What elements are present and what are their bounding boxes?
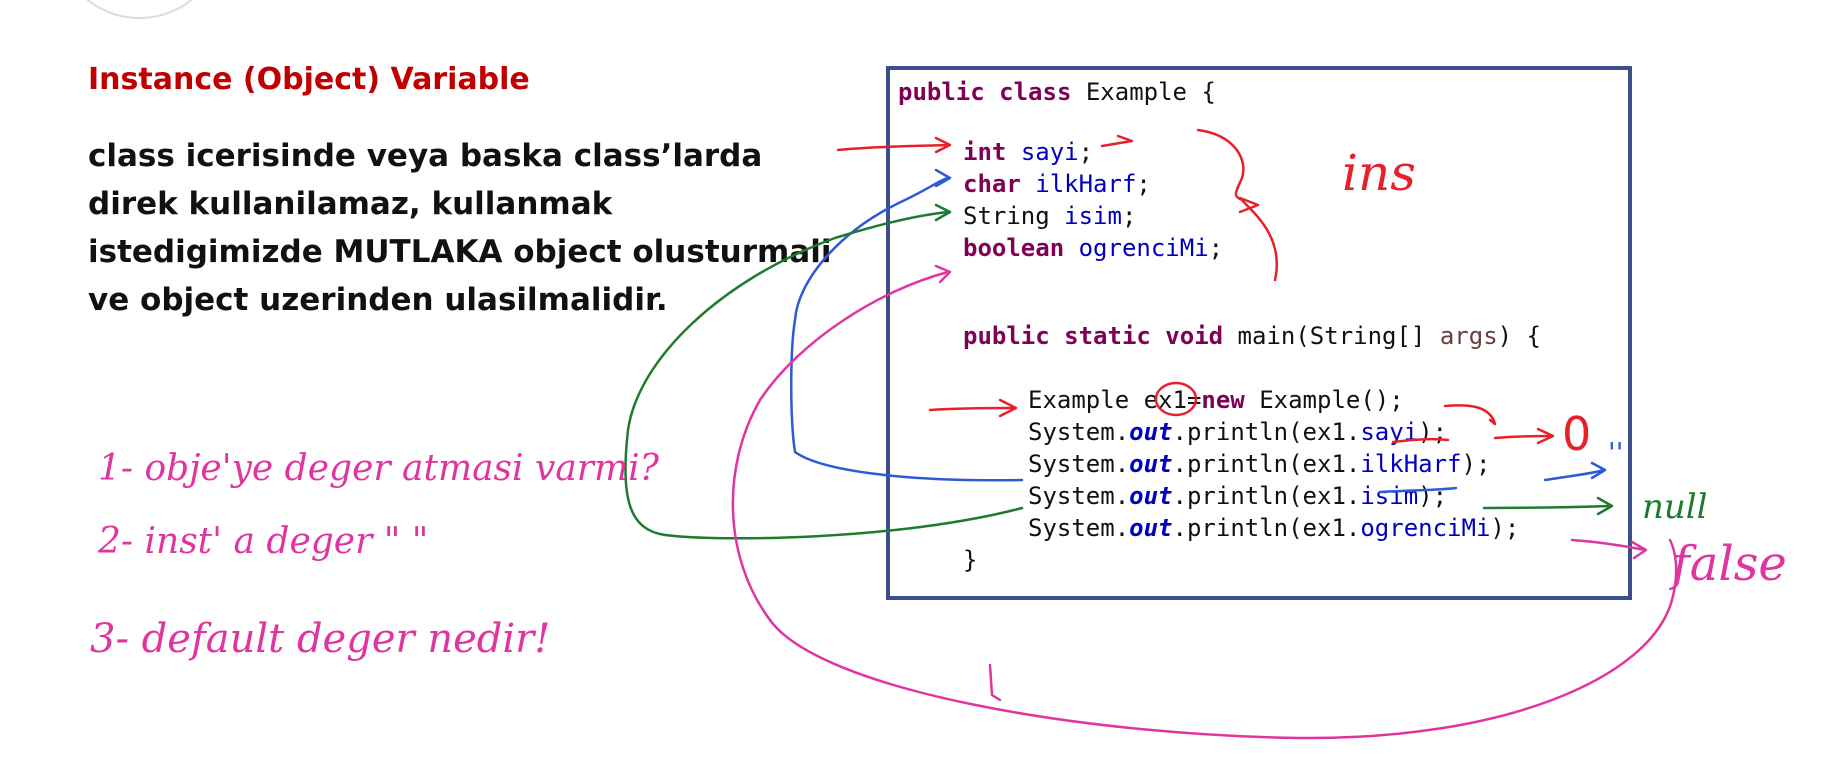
code-line-close-brace: } xyxy=(963,546,978,574)
note-1: 1- obje'ye deger atmasi varmi? xyxy=(98,448,660,489)
code-line-print-isim: System.out.println(ex1.isim); xyxy=(1028,482,1448,510)
code-line-print-ilkharf: System.out.println(ex1.ilkHarf); xyxy=(1028,450,1491,478)
body-line: istedigimizde MUTLAKA object olusturmali xyxy=(88,234,832,270)
body-line: ve object uzerinden ulasilmalidir. xyxy=(88,282,668,318)
code-box: public class Example { int sayi; char il… xyxy=(886,66,1632,600)
code-line-field-char: char ilkHarf; xyxy=(963,170,1151,198)
code-line-field-boolean: boolean ogrenciMi; xyxy=(963,234,1224,262)
code-line-main: public static void main(String[] args) { xyxy=(963,322,1541,350)
body-line: class icerisinde veya baska class’larda xyxy=(88,138,763,174)
code-line-field-int: int sayi; xyxy=(963,138,1094,166)
code-line-field-string: String isim; xyxy=(963,202,1137,230)
note-3: 3- default deger nedir! xyxy=(90,616,550,662)
null-label: null xyxy=(1642,487,1708,527)
code-line-print-sayi: System.out.println(ex1.sayi); xyxy=(1028,418,1448,446)
code-line-class: public class Example { xyxy=(898,78,1216,106)
tick-mark xyxy=(988,663,1002,702)
slide-title: Instance (Object) Variable xyxy=(88,62,530,97)
decorative-circle xyxy=(55,0,224,19)
arrow-head xyxy=(1630,540,1648,560)
false-label: false xyxy=(1669,536,1787,592)
slide-body: class icerisinde veya baska class’larda … xyxy=(88,132,831,324)
code-listing: public class Example { int sayi; char il… xyxy=(890,70,1541,678)
body-line: direk kullanilamaz, kullanmak xyxy=(88,186,613,222)
note-2: 2- inst' a deger " " xyxy=(97,521,428,562)
code-line-new-object: Example ex1=new Example(); xyxy=(1028,386,1404,414)
code-line-print-ogrencimi: System.out.println(ex1.ogrenciMi); xyxy=(1028,514,1520,542)
